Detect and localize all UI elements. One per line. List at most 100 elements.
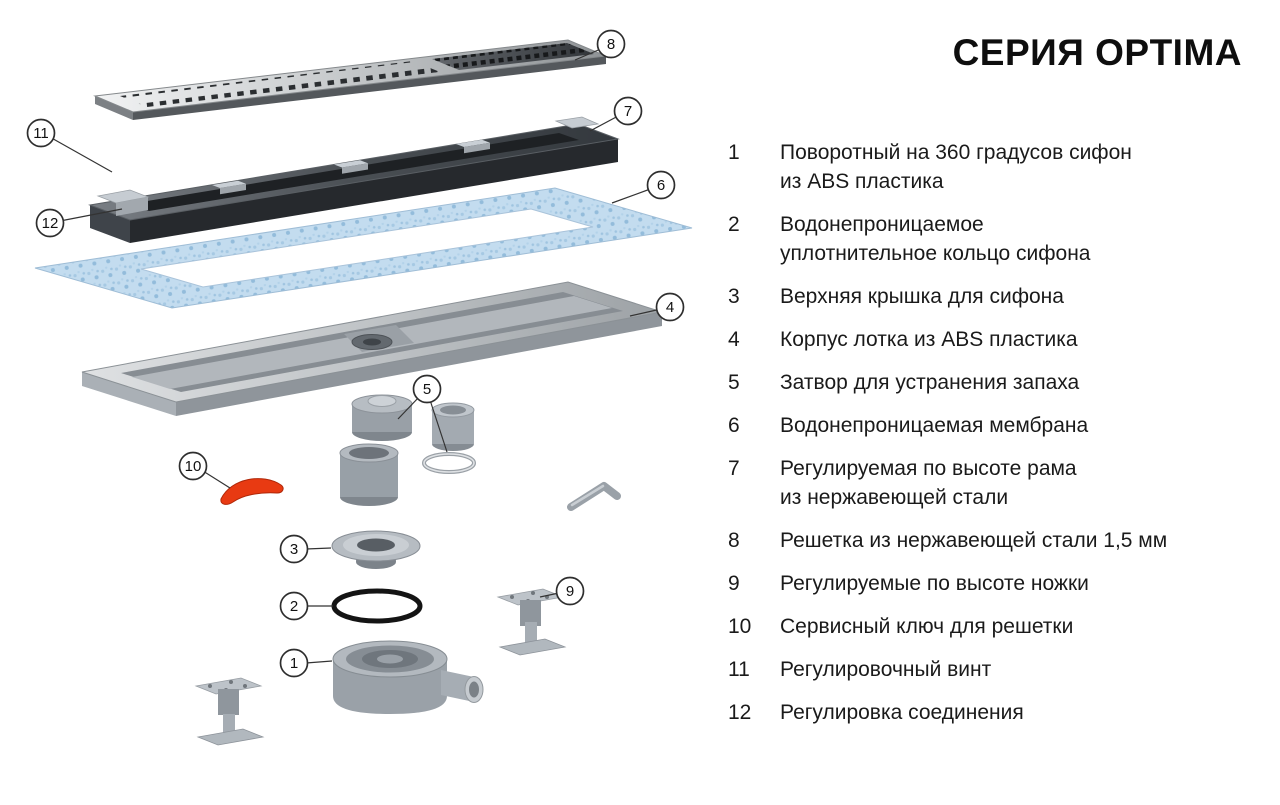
callout-1: 1 bbox=[279, 648, 333, 678]
callout-circle bbox=[279, 648, 309, 678]
callout-leader-line bbox=[47, 135, 113, 173]
callout-number: 11 bbox=[33, 125, 49, 142]
callout-number: 5 bbox=[423, 381, 431, 398]
callout-number: 6 bbox=[657, 177, 665, 194]
parts-list-item: 4 Корпус лотка из ABS пластика bbox=[728, 325, 1250, 354]
parts-list-item: 2 Водонепроницаемое уплотнительное кольц… bbox=[728, 210, 1250, 268]
callout-7: 7 bbox=[589, 96, 643, 132]
parts-list-item: 11 Регулировочный винт bbox=[728, 655, 1250, 684]
callout-circle bbox=[279, 591, 309, 621]
part-description: Корпус лотка из ABS пластика bbox=[780, 328, 1078, 351]
parts-list-item: 8 Решетка из нержавеющей стали 1,5 мм bbox=[728, 526, 1250, 555]
part-hex-key bbox=[567, 482, 621, 511]
part-description: Решетка из нержавеющей стали 1,5 мм bbox=[780, 529, 1168, 552]
callout-circle bbox=[279, 534, 309, 564]
callout-circle bbox=[412, 374, 442, 404]
part-o-ring bbox=[331, 588, 423, 624]
callout-leader-line bbox=[202, 470, 231, 489]
exploded-diagram-area: 8 7 11 12 6 4 5 10 3 bbox=[26, 29, 693, 746]
parts-list-item: 12 Регулировка соединения bbox=[728, 698, 1250, 727]
callout-10: 10 bbox=[178, 451, 231, 489]
callout-number: 12 bbox=[42, 215, 59, 232]
part-description: Регулировка соединения bbox=[780, 701, 1024, 724]
parts-list-item: 9 Регулируемые по высоте ножки bbox=[728, 569, 1250, 598]
service-key-shape bbox=[220, 478, 284, 505]
page-title: СЕРИЯ OPTIMA bbox=[952, 32, 1242, 73]
callout-leader-line bbox=[305, 660, 333, 664]
callout-number: 2 bbox=[290, 598, 298, 615]
callout-3: 3 bbox=[279, 534, 332, 564]
part-number: 11 bbox=[728, 658, 750, 681]
callout-2: 2 bbox=[279, 591, 333, 621]
part-number: 2 bbox=[728, 213, 740, 236]
part-description: Сервисный ключ для решетки bbox=[780, 615, 1074, 638]
callout-leader-line bbox=[539, 592, 560, 598]
part-description: Регулируемые по высоте ножки bbox=[780, 572, 1089, 595]
part-description: Затвор для устранения запаха bbox=[780, 371, 1080, 394]
part-number: 5 bbox=[728, 371, 740, 394]
callout-9: 9 bbox=[539, 576, 585, 606]
callout-leader-line bbox=[397, 395, 421, 420]
part-grate bbox=[93, 39, 608, 120]
part-number: 8 bbox=[728, 529, 740, 552]
parts-list-item: 3 Верхняя крышка для сифона bbox=[728, 282, 1250, 311]
parts-list-item: 1 Поворотный на 360 градусов сифон из AB… bbox=[728, 138, 1250, 196]
part-number: 7 bbox=[728, 457, 740, 480]
callout-number: 8 bbox=[607, 36, 615, 53]
callout-number: 1 bbox=[290, 655, 298, 672]
callout-circle bbox=[646, 170, 676, 200]
callout-number: 7 bbox=[624, 103, 632, 120]
callout-number: 10 bbox=[185, 458, 202, 475]
part-number: 9 bbox=[728, 572, 740, 595]
part-siphon-body bbox=[332, 640, 484, 714]
callout-circle bbox=[178, 451, 208, 481]
part-foot-left bbox=[194, 677, 265, 746]
parts-list-item: 7 Регулируемая по высоте рама из нержаве… bbox=[728, 454, 1250, 512]
callout-leader-line bbox=[305, 547, 332, 550]
part-frame bbox=[88, 116, 620, 243]
callout-6: 6 bbox=[611, 170, 676, 204]
parts-list-item: 5 Затвор для устранения запаха bbox=[728, 368, 1250, 397]
callout-number: 3 bbox=[290, 541, 298, 558]
part-service-key bbox=[220, 478, 284, 505]
callout-circle bbox=[655, 292, 685, 322]
callout-12: 12 bbox=[35, 208, 123, 238]
part-description: Регулировочный винт bbox=[780, 658, 992, 681]
callout-circle bbox=[555, 576, 585, 606]
part-number: 10 bbox=[728, 615, 752, 638]
callout-11: 11 bbox=[26, 118, 113, 173]
callout-circle bbox=[26, 118, 56, 148]
callout-leader-line bbox=[629, 308, 662, 317]
callout-circle bbox=[613, 96, 643, 126]
callout-8: 8 bbox=[574, 29, 626, 61]
part-description: Поворотный на 360 градусов сифон из ABS … bbox=[780, 141, 1132, 193]
part-tray bbox=[81, 281, 663, 416]
parts-list-item: 6 Водонепроницаемая мембрана bbox=[728, 411, 1250, 440]
callout-5: 5 bbox=[397, 374, 448, 453]
part-description: Водонепроницаемая мембрана bbox=[780, 414, 1089, 437]
callout-circle bbox=[35, 208, 65, 238]
callout-leader-line bbox=[589, 114, 621, 132]
exploded-diagram: 8 7 11 12 6 4 5 10 3 bbox=[26, 29, 693, 746]
part-description: Верхняя крышка для сифона bbox=[780, 285, 1064, 308]
callout-number: 4 bbox=[666, 299, 674, 316]
part-membrane bbox=[34, 187, 693, 309]
callout-number: 9 bbox=[566, 583, 574, 600]
part-number: 12 bbox=[728, 701, 752, 724]
callout-4: 4 bbox=[629, 292, 685, 322]
part-number: 1 bbox=[728, 141, 740, 164]
part-number: 3 bbox=[728, 285, 740, 308]
callout-leader-line bbox=[429, 399, 448, 453]
callout-circle bbox=[596, 29, 626, 59]
part-description: Регулируемая по высоте рама из нержавеющ… bbox=[780, 457, 1077, 509]
parts-list: 1 Поворотный на 360 градусов сифон из AB… bbox=[728, 138, 1250, 727]
part-foot-right bbox=[496, 588, 567, 656]
part-description: Водонепроницаемое уплотнительное кольцо … bbox=[780, 213, 1091, 265]
part-siphon-cover bbox=[331, 530, 421, 569]
parts-list-item: 10 Сервисный ключ для решетки bbox=[728, 612, 1250, 641]
part-odor-trap bbox=[339, 394, 476, 506]
part-number: 6 bbox=[728, 414, 740, 437]
callout-leader-line bbox=[59, 208, 123, 222]
part-number: 4 bbox=[728, 328, 740, 351]
callout-leader-line bbox=[611, 187, 654, 204]
